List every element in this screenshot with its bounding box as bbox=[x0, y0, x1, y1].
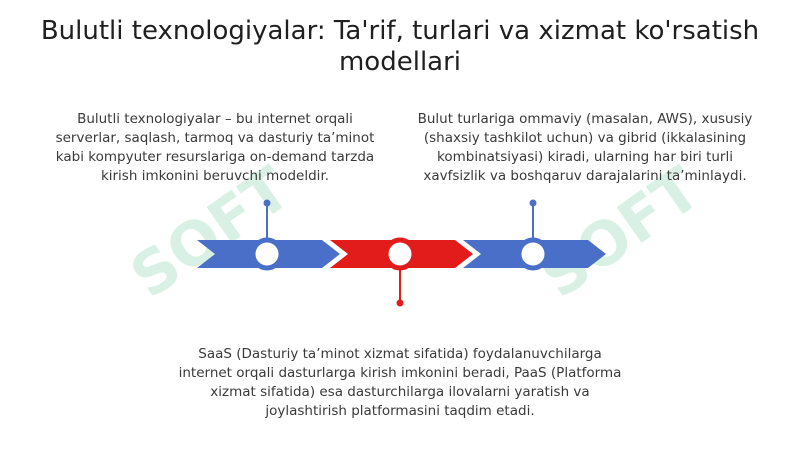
page-title: Bulutli texnologiyalar: Ta'rif, turlari … bbox=[40, 16, 760, 77]
connector-dot-bottom bbox=[396, 299, 404, 307]
connector-dot-left bbox=[263, 199, 271, 207]
description-left: Bulutli texnologiyalar – bu internet orq… bbox=[55, 111, 375, 184]
description-bottom: SaaS (Dasturiy ta’minot xizmat sifatida)… bbox=[178, 346, 622, 419]
milestone-ring-1 bbox=[250, 237, 284, 271]
milestone-ring-3 bbox=[516, 237, 550, 271]
description-right: Bulut turlariga ommaviy (masalan, AWS), … bbox=[417, 111, 753, 184]
milestone-ring-2 bbox=[383, 237, 417, 271]
connector-dot-right bbox=[529, 199, 537, 207]
